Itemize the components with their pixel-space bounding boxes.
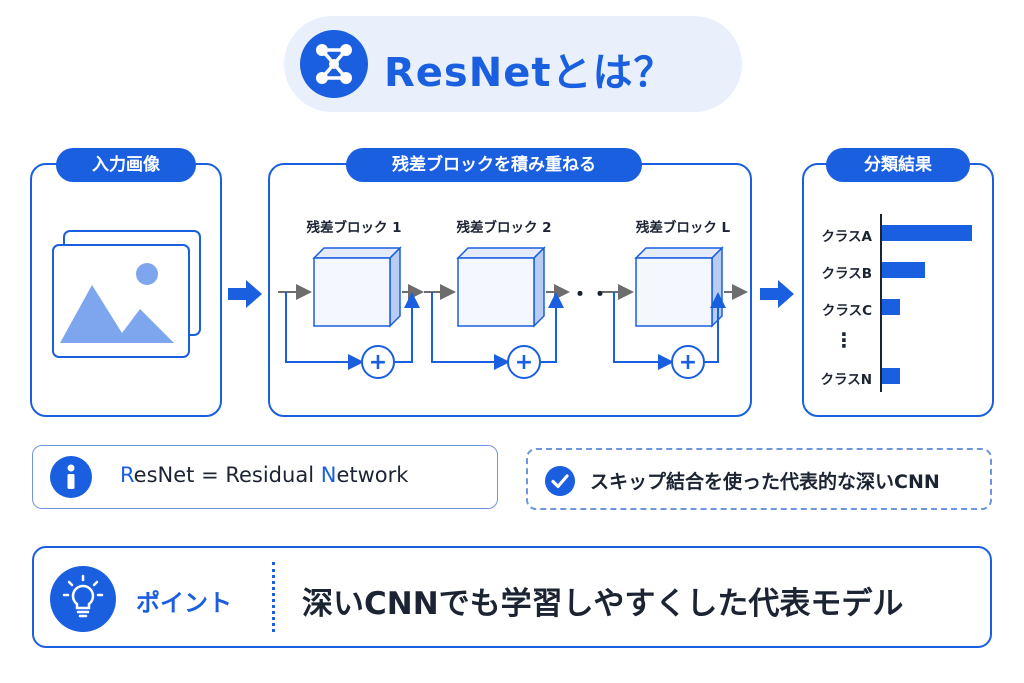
add-symbol-2: + bbox=[514, 350, 534, 375]
info-r: R bbox=[120, 463, 134, 487]
class-N-bar bbox=[882, 368, 900, 384]
info-box bbox=[32, 445, 498, 509]
info-esnet: esNet bbox=[133, 463, 195, 487]
info-residual: Residual bbox=[225, 463, 321, 487]
input-image-tag: 入力画像 bbox=[56, 148, 196, 182]
check-circle-icon bbox=[545, 466, 575, 496]
classification-tag: 分類結果 bbox=[826, 148, 970, 182]
classification-axis bbox=[880, 214, 882, 392]
class-B-bar bbox=[882, 262, 925, 278]
add-symbol-L: + bbox=[678, 350, 698, 375]
block-2-label: 残差ブロック 2 bbox=[456, 220, 552, 236]
info-eq: = bbox=[194, 463, 226, 487]
add-symbol-1: + bbox=[368, 350, 388, 375]
skip-connection-box bbox=[526, 448, 992, 510]
residual-blocks-diagram bbox=[278, 246, 748, 379]
flow-arrow-icon bbox=[760, 280, 794, 308]
block-1-label: 残差ブロック 1 bbox=[306, 220, 402, 236]
class-B-label: クラスB bbox=[821, 266, 872, 282]
block-L-label: 残差ブロック L bbox=[635, 220, 731, 236]
class-N-label: クラスN bbox=[820, 372, 872, 388]
classification-ellipsis: ⋮ bbox=[834, 328, 854, 352]
blocks-ellipsis: ・・ bbox=[570, 282, 610, 306]
class-A-bar bbox=[882, 225, 972, 241]
point-text: 深いCNNでも学習しやすくした代表モデル bbox=[302, 586, 904, 622]
point-label: ポイント bbox=[136, 589, 232, 617]
info-n: N bbox=[320, 463, 337, 487]
residual-blocks-tag: 残差ブロックを積み重ねる bbox=[346, 148, 642, 182]
point-divider bbox=[272, 562, 275, 632]
network-nodes-icon bbox=[300, 30, 368, 98]
class-A-label: クラスA bbox=[821, 229, 872, 245]
class-C-label: クラスC bbox=[821, 303, 872, 319]
residual-block-L-cube bbox=[602, 246, 748, 379]
image-stack-icon bbox=[48, 225, 208, 365]
page-title: ResNetとは？ bbox=[384, 50, 675, 96]
info-icon bbox=[50, 456, 92, 498]
skip-connection-text: スキップ結合を使った代表的な深いCNN bbox=[590, 471, 940, 493]
info-text: ResNet = Residual Network bbox=[120, 463, 408, 487]
lightbulb-icon bbox=[50, 566, 116, 632]
class-C-bar bbox=[882, 299, 900, 315]
residual-block-1-cube bbox=[278, 246, 424, 379]
flow-arrow-icon bbox=[228, 280, 262, 308]
residual-block-2-cube bbox=[424, 246, 570, 379]
point-box bbox=[32, 546, 992, 648]
info-etwork: etwork bbox=[336, 463, 409, 487]
